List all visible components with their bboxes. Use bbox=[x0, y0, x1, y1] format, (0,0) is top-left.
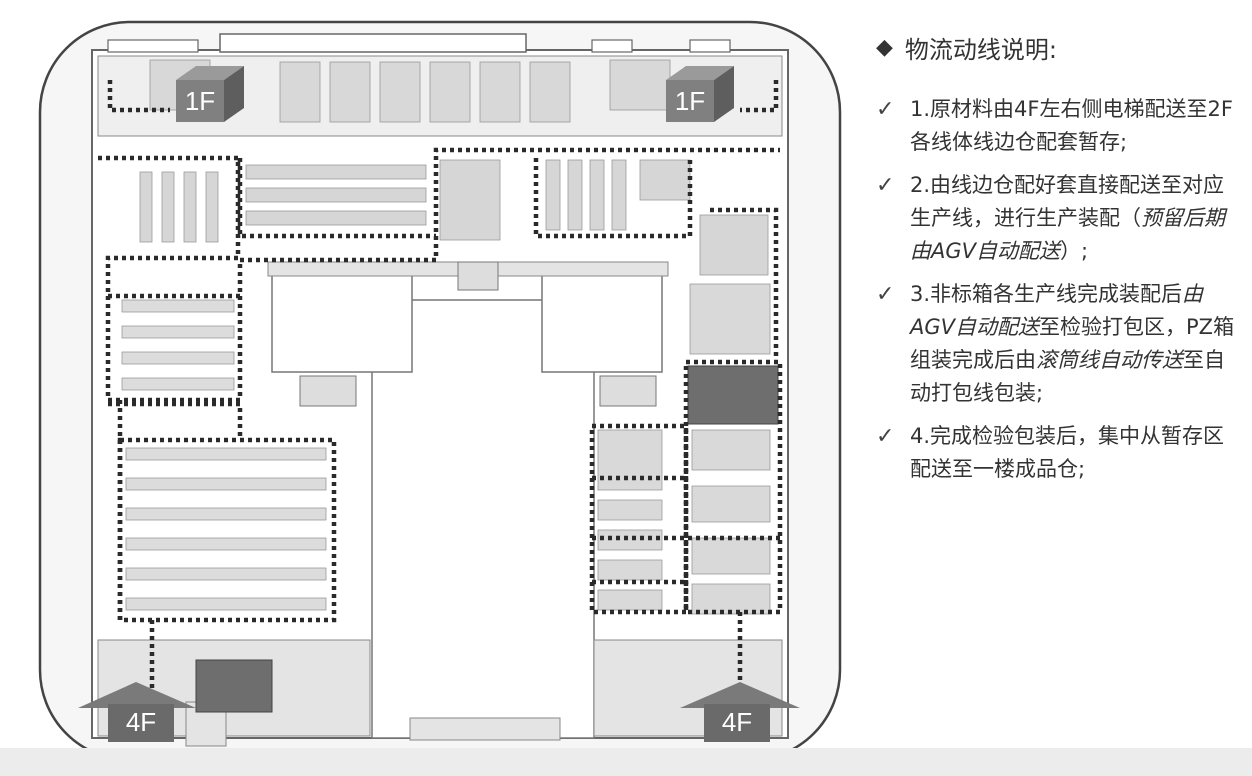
logistics-routes bbox=[98, 80, 783, 690]
checkmark-icon: ✓ bbox=[876, 424, 895, 449]
bottom-strip bbox=[0, 748, 1252, 776]
cube-1f-left: 1F bbox=[176, 66, 244, 122]
cube-1f-right: 1F bbox=[666, 66, 734, 122]
explanation-text: 3.非标箱各生产线完成装配后由AGV自动配送至检验打包区，PZ箱组装完成后由滚筒… bbox=[910, 278, 1236, 410]
checkmark-icon: ✓ bbox=[876, 282, 895, 307]
right-stair bbox=[599, 375, 657, 407]
explanation-item: ✓ 1.原材料由4F左右侧电梯配送至2F各线体线边仓配套暂存; bbox=[876, 93, 1236, 159]
text-segment: 1.原材料由4F左右侧电梯配送至2F各线体线边仓配套暂存; bbox=[910, 97, 1233, 154]
top-left-racks bbox=[139, 164, 427, 243]
emphasized-text: 预留后期由AGV自动配送 bbox=[910, 206, 1225, 263]
explanation-text: 2.由线边仓配好套直接配送至对应生产线，进行生产装配（预留后期由AGV自动配送）… bbox=[910, 169, 1236, 268]
explanation-list: ✓ 1.原材料由4F左右侧电梯配送至2F各线体线边仓配套暂存; ✓ 2.由线边仓配好套… bbox=[876, 93, 1236, 486]
text-segment: 4.完成检验包装后，集中从暂存区配送至一楼成品仓; bbox=[910, 424, 1225, 481]
dark-packing-zone bbox=[687, 365, 779, 425]
emphasized-text: 由AGV自动配送 bbox=[910, 282, 1204, 339]
floor-1f-right-label: 1F bbox=[675, 86, 705, 116]
panel-heading: ◆ 物流动线说明: bbox=[876, 30, 1236, 65]
text-segment: 至检验打包区，PZ箱组装完成后由 bbox=[910, 315, 1235, 372]
explanation-item: ✓ 4.完成检验包装后，集中从暂存区配送至一楼成品仓; bbox=[876, 420, 1236, 486]
emphasized-text: 滚筒线自动传送 bbox=[1036, 348, 1183, 372]
right-courtyard bbox=[541, 271, 663, 373]
text-segment: 3.非标箱各生产线完成装配后 bbox=[910, 282, 1183, 306]
floor-4f-left-label: 4F bbox=[126, 707, 156, 737]
explanation-item: ✓ 2.由线边仓配好套直接配送至对应生产线，进行生产装配（预留后期由AGV自动配送… bbox=[876, 169, 1236, 268]
floor-plan: 1F 1F 4F 4F bbox=[38, 20, 842, 762]
top-right-racks bbox=[439, 159, 769, 276]
checkmark-icon: ✓ bbox=[876, 97, 895, 122]
left-courtyard bbox=[271, 271, 413, 373]
explanation-item: ✓ 3.非标箱各生产线完成装配后由AGV自动配送至检验打包区，PZ箱组装完成后由滚… bbox=[876, 278, 1236, 410]
office-desks bbox=[149, 59, 671, 123]
floor-1f-left-label: 1F bbox=[185, 86, 215, 116]
text-segment: 至自动打包线包装; bbox=[910, 348, 1225, 405]
explanation-text: 1.原材料由4F左右侧电梯配送至2F各线体线边仓配套暂存; bbox=[910, 93, 1236, 159]
panel-title: 物流动线说明: bbox=[904, 36, 1058, 64]
top-annex bbox=[219, 33, 527, 53]
diamond-bullet-icon: ◆ bbox=[876, 35, 893, 60]
left-elevator-lobby bbox=[195, 659, 273, 713]
arrow-4f-right: 4F bbox=[680, 682, 800, 742]
text-segment: ）; bbox=[1060, 239, 1089, 263]
explanation-text: 4.完成检验包装后，集中从暂存区配送至一楼成品仓; bbox=[910, 420, 1236, 486]
text-segment: 2.由线边仓配好套直接配送至对应生产线，进行生产装配（ bbox=[910, 173, 1225, 230]
central-stair bbox=[457, 261, 499, 291]
floor-4f-right-label: 4F bbox=[722, 707, 752, 737]
logistics-explanation-panel: ◆ 物流动线说明: ✓ 1.原材料由4F左右侧电梯配送至2F各线体线边仓配套暂存;… bbox=[876, 30, 1236, 496]
checkmark-icon: ✓ bbox=[876, 173, 895, 198]
left-production-lines bbox=[121, 299, 327, 611]
arrow-4f-left: 4F bbox=[78, 682, 196, 742]
right-production-area bbox=[597, 283, 771, 615]
left-stair bbox=[299, 375, 357, 407]
